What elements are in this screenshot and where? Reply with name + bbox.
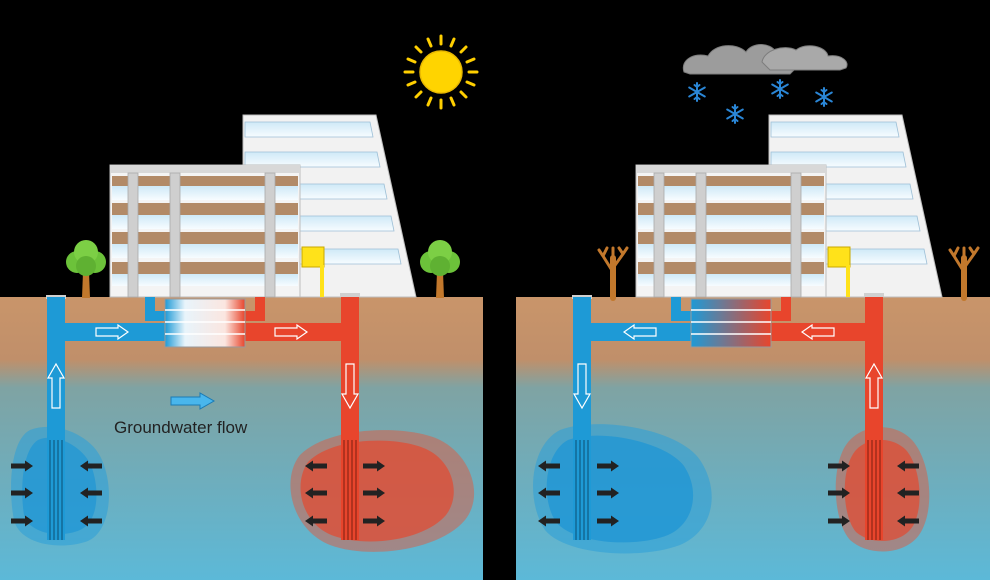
winter-panel [516, 44, 990, 580]
low-building-left [109, 164, 301, 298]
groundwater-flow-label: Groundwater flow [114, 418, 248, 437]
snowflake-icon [771, 79, 789, 99]
bare-tree-icon [950, 248, 978, 298]
leafy-tree-icon [420, 240, 460, 298]
summer-panel: Groundwater flow [0, 34, 483, 580]
heat-exchanger-box-right [827, 246, 851, 297]
low-building-right [635, 164, 827, 298]
snowflake-icon [688, 82, 706, 102]
groundwater-flow-arrow-icon [170, 392, 216, 410]
pipe-flow-arrows-right [572, 323, 884, 410]
snowflake-icon [726, 104, 744, 124]
sun-icon [403, 34, 479, 110]
bare-tree-icon [599, 248, 627, 298]
pipe-flow-arrows-left [46, 323, 360, 410]
snowflake-icon [815, 87, 833, 107]
snow-cloud-icon [682, 44, 848, 75]
leafy-tree-icon [66, 240, 106, 298]
heat-exchanger-box-left [301, 246, 325, 297]
